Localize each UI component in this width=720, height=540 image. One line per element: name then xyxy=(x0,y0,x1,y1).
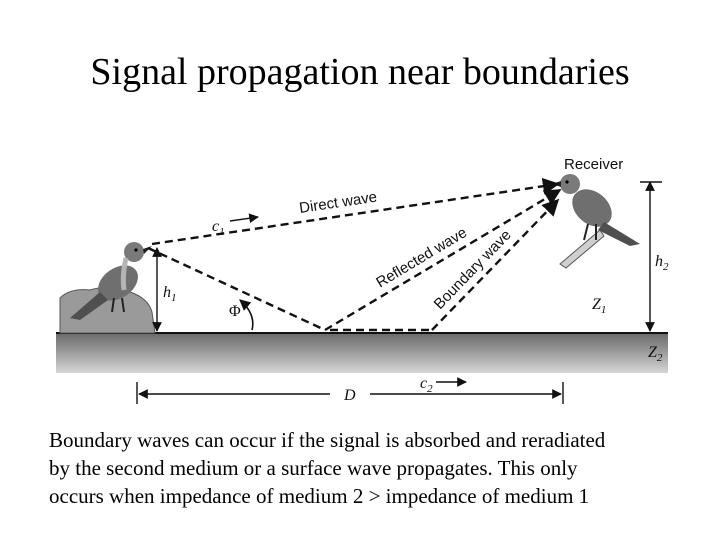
distance-dimension xyxy=(136,382,564,404)
h2-dimension xyxy=(640,181,662,332)
receiver-label: Receiver xyxy=(564,156,623,173)
ground-medium-2 xyxy=(56,333,668,373)
source-bird-icon xyxy=(70,242,152,320)
c2-label: c2 xyxy=(420,375,433,395)
angle-arc xyxy=(239,299,254,331)
caption-line: by the second medium or a surface wave p… xyxy=(49,456,578,480)
distance-label: D xyxy=(343,387,356,404)
c1-arrow xyxy=(229,213,259,224)
reflected-wave-incident-path xyxy=(147,246,326,332)
boundary-wave-path xyxy=(431,198,560,331)
z2-label: Z2 xyxy=(648,344,663,364)
direct-wave-path xyxy=(151,177,560,246)
direct-wave-label: Direct wave xyxy=(298,189,378,217)
h2-label: h2 xyxy=(655,253,669,273)
propagation-diagram: Receiver Direct wave Reflected wave Boun… xyxy=(56,156,669,404)
receiver-bird-icon xyxy=(552,174,640,269)
caption: Boundary waves can occur if the signal i… xyxy=(49,426,709,510)
caption-line: Boundary waves can occur if the signal i… xyxy=(49,428,606,452)
phi-label: Φ xyxy=(229,303,241,320)
caption-line: occurs when impedance of medium 2 > impe… xyxy=(49,484,590,508)
c1-label: c1 xyxy=(212,218,225,238)
z1-label: Z1 xyxy=(592,296,606,316)
slide-title: Signal propagation near boundaries xyxy=(90,51,630,93)
reflected-wave-path xyxy=(324,188,562,332)
h1-label: h1 xyxy=(163,284,177,304)
